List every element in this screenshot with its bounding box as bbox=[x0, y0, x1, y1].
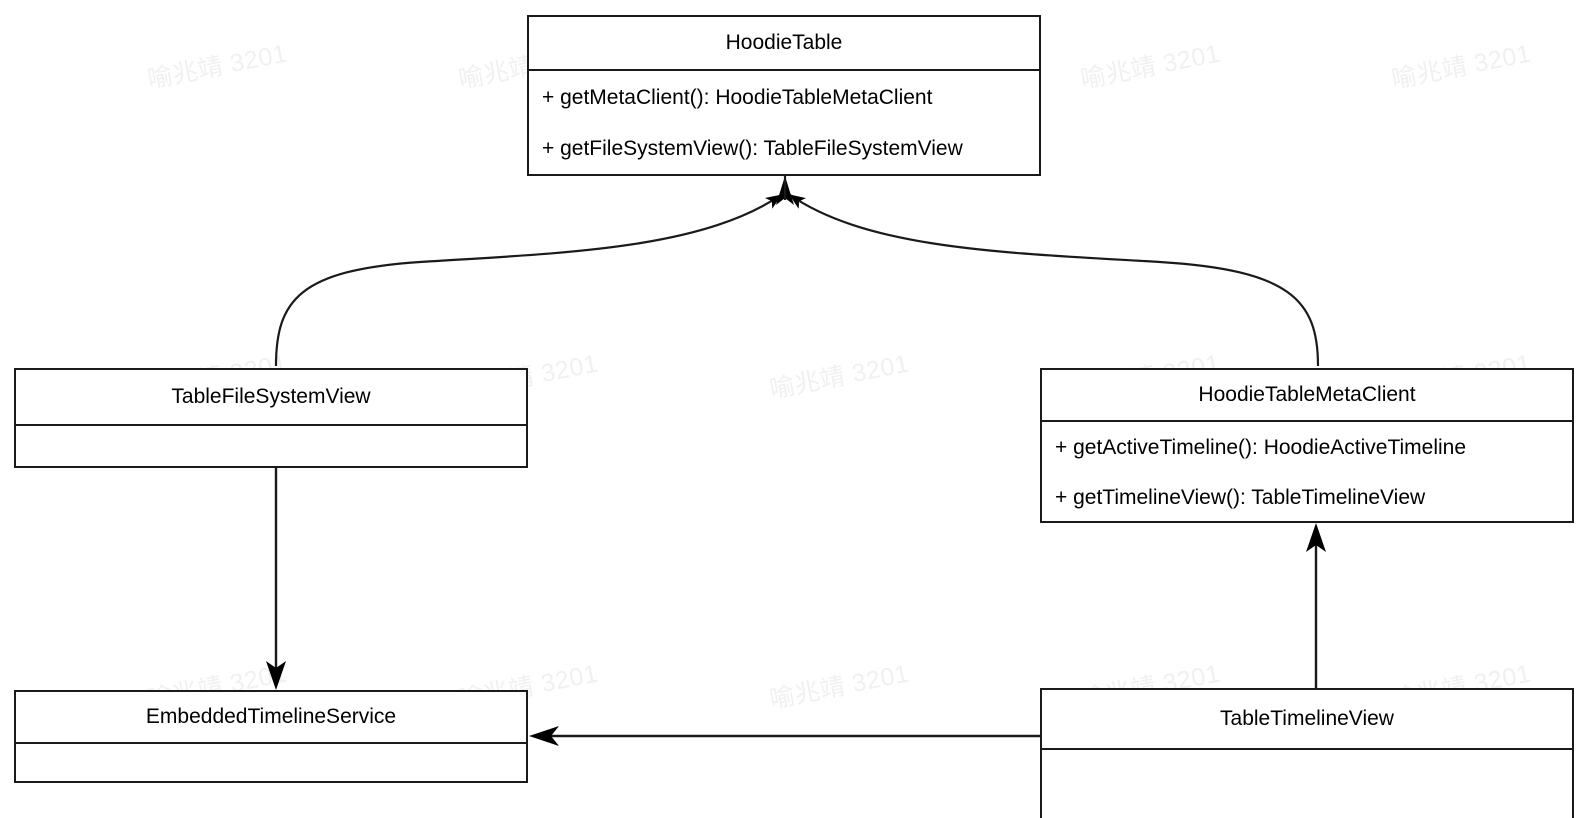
class-box-hoodie-table[interactable]: HoodieTable + getMetaClient(): HoodieTab… bbox=[527, 15, 1041, 176]
class-body-table-file-system-view bbox=[16, 426, 526, 468]
class-box-hoodie-table-meta-client[interactable]: HoodieTableMetaClient + getActiveTimelin… bbox=[1040, 368, 1574, 523]
class-body-embedded-timeline-service bbox=[16, 744, 526, 783]
class-name-hoodie-table: HoodieTable bbox=[725, 31, 843, 54]
class-header-table-file-system-view: TableFileSystemView bbox=[16, 370, 526, 426]
watermark-tile: 喻兆靖 3201 bbox=[1078, 39, 1223, 95]
edge-table-file-system-view-to-hoodie-table bbox=[274, 194, 782, 367]
class-header-embedded-timeline-service: EmbeddedTimelineService bbox=[16, 692, 526, 744]
class-body-hoodie-table-meta-client: + getActiveTimeline(): HoodieActiveTimel… bbox=[1042, 422, 1572, 523]
class-member: + getActiveTimeline(): HoodieActiveTimel… bbox=[1055, 435, 1467, 459]
class-box-table-timeline-view[interactable]: TableTimelineView bbox=[1040, 688, 1574, 818]
class-body-hoodie-table: + getMetaClient(): HoodieTableMetaClient… bbox=[529, 71, 1039, 174]
watermark-tile: 喻兆靖 3201 bbox=[767, 349, 912, 405]
arrowhead-into-hoodie-table-meta-client bbox=[1306, 523, 1326, 552]
class-body-table-timeline-view bbox=[1042, 750, 1572, 818]
class-member: + getTimelineView(): TableTimelineView bbox=[1055, 485, 1426, 509]
class-name-table-file-system-view: TableFileSystemView bbox=[171, 385, 371, 408]
watermark-tile: 喻兆靖 3201 bbox=[145, 39, 290, 95]
class-header-table-timeline-view: TableTimelineView bbox=[1042, 690, 1572, 750]
class-name-table-timeline-view: TableTimelineView bbox=[1220, 707, 1394, 730]
edge-hoodie-table-meta-client-to-hoodie-table bbox=[789, 194, 1320, 367]
class-member: + getMetaClient(): HoodieTableMetaClient bbox=[542, 85, 933, 109]
class-box-embedded-timeline-service[interactable]: EmbeddedTimelineService bbox=[14, 690, 528, 783]
class-header-hoodie-table: HoodieTable bbox=[529, 17, 1039, 71]
arrowhead-into-hoodie-table bbox=[776, 176, 794, 205]
watermark-tile: 喻兆靖 3201 bbox=[767, 659, 912, 715]
arrowhead-into-embedded-timeline-service bbox=[266, 661, 286, 690]
class-header-hoodie-table-meta-client: HoodieTableMetaClient bbox=[1042, 370, 1572, 422]
class-name-embedded-timeline-service: EmbeddedTimelineService bbox=[145, 705, 397, 728]
class-name-hoodie-table-meta-client: HoodieTableMetaClient bbox=[1198, 383, 1416, 406]
class-box-table-file-system-view[interactable]: TableFileSystemView bbox=[14, 368, 528, 468]
class-member: + getFileSystemView(): TableFileSystemVi… bbox=[542, 136, 963, 160]
watermark-tile: 喻兆靖 3201 bbox=[1389, 39, 1534, 95]
arrowhead-into-embedded-timeline-service-right bbox=[529, 726, 559, 746]
